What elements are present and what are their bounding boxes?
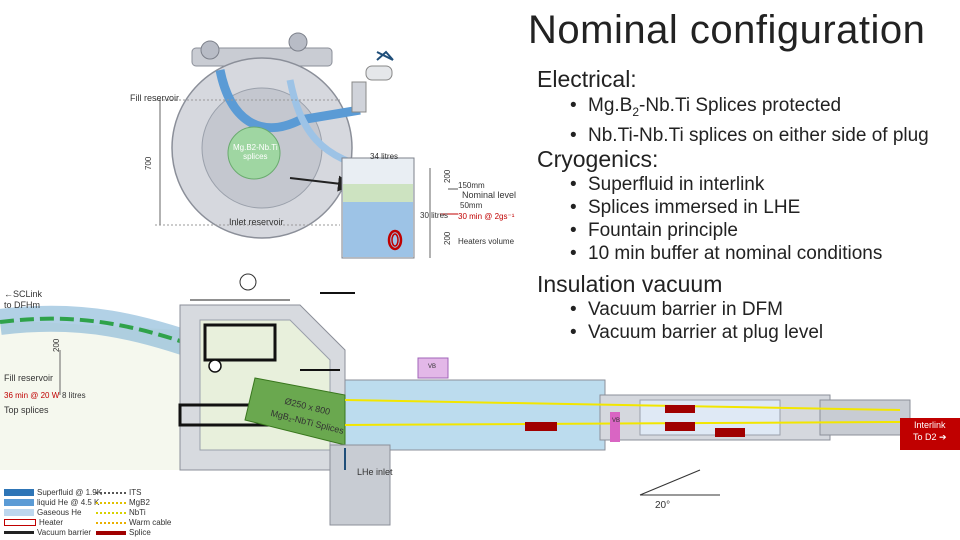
label-150mm: 150mm (458, 181, 485, 190)
legend-line (96, 501, 126, 504)
label-30-litres: 30 litres (420, 211, 449, 220)
neck-cap (365, 65, 393, 81)
page-title: Nominal configuration (528, 8, 926, 52)
label-top-splices: Top splices (4, 405, 49, 415)
label-vb: VB (612, 418, 621, 424)
angle-line (639, 469, 701, 496)
lhe-inlet-port (329, 444, 391, 526)
label-fill-reservoir-bottom: Fill reservoir (4, 373, 54, 383)
electrical-heading: Electrical: (537, 66, 637, 92)
electrical-item-2: Nb.Ti-Nb.Ti splices on either side of pl… (568, 124, 929, 147)
splice-block-3 (715, 428, 745, 437)
cable-yellow-2 (344, 421, 901, 426)
pipe-a (215, 69, 361, 133)
legend-its: ITS (96, 488, 141, 498)
label-30-min: 30 min @ 2gs⁻¹ (458, 212, 515, 221)
insulation-list: Vacuum barrier in DFM Vacuum barrier at … (568, 298, 823, 344)
label-dim-200-b: 200 (443, 231, 452, 245)
label-dim-200-c: 200 (52, 338, 61, 352)
splice-blob (227, 126, 281, 180)
label-36-min: 36 min @ 20 W (4, 391, 60, 400)
legend-line (96, 521, 126, 524)
legend-vacuum: Vacuum barrier (4, 528, 91, 538)
legend-swatch (4, 519, 36, 527)
legend-nbti: NbTi (96, 508, 146, 518)
vb-block (610, 412, 620, 442)
interlink-box (900, 418, 960, 450)
gauge (239, 273, 257, 291)
end-flange (819, 399, 911, 436)
cryogenics-list: Superfluid in interlink Splices immersed… (568, 173, 882, 265)
label-50mm: 50mm (460, 201, 483, 210)
lower-assembly (0, 273, 960, 526)
label-lhe-inlet: LHe inlet (357, 467, 393, 477)
legend-swatch (4, 509, 34, 517)
legend-heater: Heater (4, 518, 63, 528)
legend-mgb2: MgB2 (96, 498, 150, 508)
legend-splice: Splice (96, 528, 151, 538)
cryogenics-item-4: 10 min buffer at nominal conditions (568, 242, 882, 265)
legend-liquid-he: liquid He @ 4.5 K (4, 498, 99, 508)
cryogenics-item-3: Fountain principle (568, 219, 882, 242)
cryogenics-item-1: Superfluid in interlink (568, 173, 882, 196)
insulation-heading: Insulation vacuum (537, 271, 723, 297)
inlet-reservoir (341, 50, 458, 259)
legend-superfluid: Superfluid @ 1.9K (4, 488, 102, 498)
label-8-litres: 8 litres (62, 391, 86, 400)
neck (351, 81, 367, 113)
electrical-item-1: Mg.B2-Nb.Ti Splices protected (568, 94, 929, 124)
label-interlink: Interlink To D2 ➔ (913, 420, 947, 442)
main-pipe (344, 379, 606, 451)
insulation-item-1: Vacuum barrier in DFM (568, 298, 823, 321)
vb-top (417, 357, 449, 379)
label-sclink: ←SCLink to DFHm (4, 289, 43, 310)
cryogenics-heading: Cryogenics: (537, 146, 659, 172)
cryogenics-item-2: Splices immersed in LHE (568, 196, 882, 219)
insulation-item-2: Vacuum barrier at plug level (568, 321, 823, 344)
cable-yellow-1 (344, 399, 901, 411)
legend-gaseous: Gaseous He (4, 508, 81, 518)
port-right (288, 32, 308, 52)
label-dim-200-a: 200 (443, 169, 452, 183)
legend-swatch (4, 489, 34, 497)
valve-top (376, 50, 394, 61)
label-nominal-level: Nominal level (462, 190, 517, 200)
label-angle: 20° (655, 500, 671, 511)
label-34-litres: 34 litres (370, 152, 399, 161)
gas-band (343, 184, 413, 202)
electrical-list: Mg.B2-Nb.Ti Splices protected Nb.Ti-Nb.T… (568, 94, 929, 147)
vacuum-barrier-a (203, 323, 277, 362)
legend-swatch (4, 499, 34, 507)
sensor-circle (208, 359, 222, 373)
port-left (200, 40, 220, 60)
legend-swatch (96, 530, 126, 535)
label-vb-top: VB (428, 364, 437, 370)
left-zone (0, 320, 180, 470)
upper-vessel (171, 32, 381, 239)
label-splices: Mg.B2-Nb.Ti splices (233, 143, 278, 161)
label-heaters-volume: Heaters volume (458, 237, 515, 246)
legend-swatch (4, 531, 34, 535)
label-dim-700: 700 (144, 156, 153, 170)
label-fill-reservoir-top: Fill reservoir (130, 93, 180, 103)
liquid-fill (343, 202, 413, 257)
legend-warm-cable: Warm cable (96, 518, 171, 528)
flow-arrow (289, 175, 354, 192)
splice-block-1 (525, 422, 557, 431)
splice-block-4 (665, 405, 695, 413)
heater-coil (387, 229, 403, 251)
legend-line (96, 511, 126, 514)
label-inlet-reservoir: Inlet reservoir (229, 217, 284, 227)
legend-line (96, 491, 126, 494)
splice-block-2 (665, 422, 695, 431)
heater-coil-inner (391, 233, 399, 247)
